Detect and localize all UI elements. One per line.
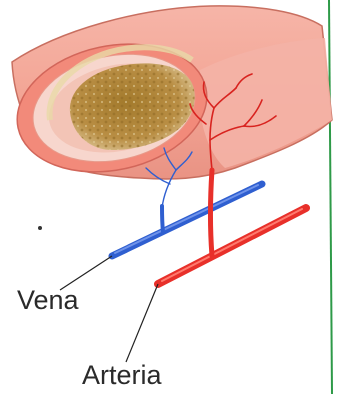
artery-leader-line [126, 284, 158, 362]
vein-branch [162, 206, 163, 232]
page-margin-line [329, 0, 332, 394]
vein-label: Vena [17, 287, 79, 314]
artery-label: Arteria [82, 362, 162, 389]
artery-vessel [5, 6, 332, 208]
artery-branch [211, 170, 213, 256]
stray-mark [38, 226, 42, 230]
